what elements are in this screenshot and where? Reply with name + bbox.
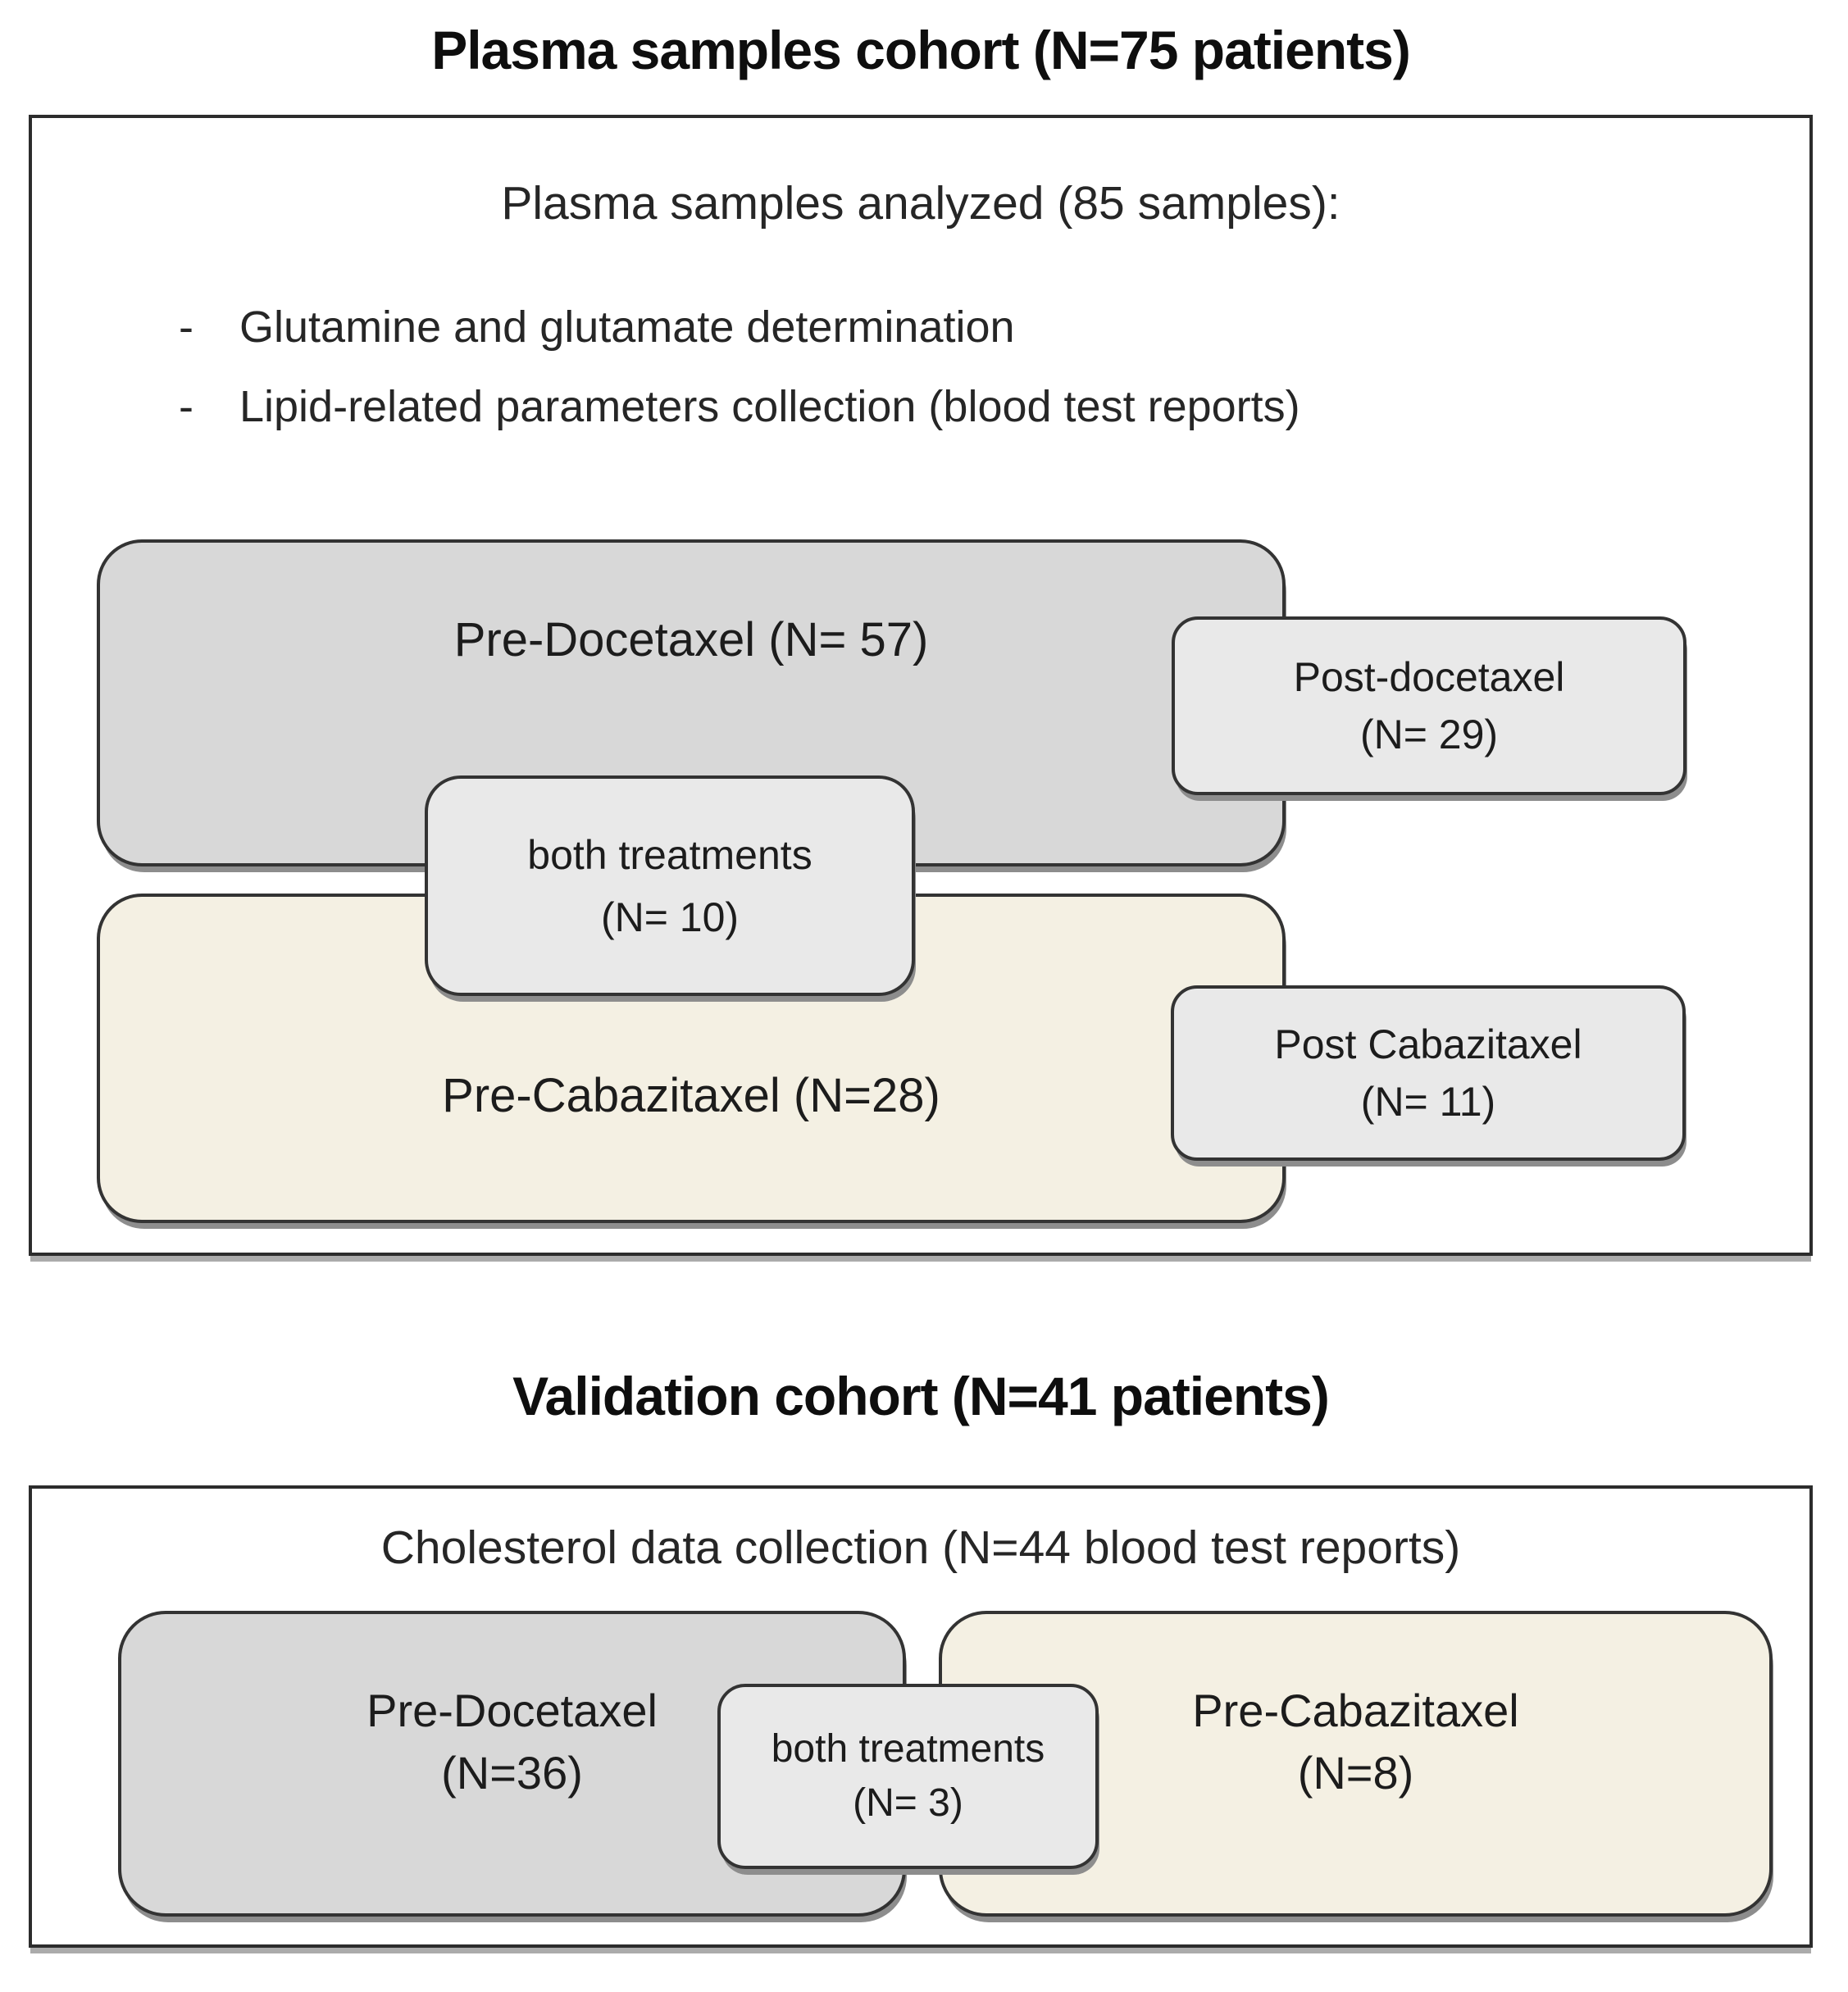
- cholesterol-heading: Cholesterol data collection (N=44 blood …: [380, 1521, 1461, 1574]
- bullet-item-glutamine: - Glutamine and glutamate determination: [179, 302, 1655, 352]
- plasma-cohort-title: Plasma samples cohort (N=75 patients): [431, 20, 1411, 80]
- post-docetaxel-label-line2: (N= 29): [1359, 712, 1499, 757]
- post-cabazitaxel-label-line2: (N= 11): [1360, 1079, 1496, 1125]
- bullet-item-lipid: - Lipid-related parameters collection (b…: [179, 381, 1655, 432]
- validation-both-treatments-line1: both treatments: [771, 1727, 1045, 1771]
- plasma-panel-heading: Plasma samples analyzed (85 samples):: [501, 177, 1340, 230]
- validation-both-treatments-box: both treatments (N= 3): [717, 1684, 1099, 1869]
- both-treatments-label-line2: (N= 10): [600, 894, 740, 940]
- pre-docetaxel-label: Pre-Docetaxel (N= 57): [453, 613, 929, 666]
- bullet-text: Lipid-related parameters collection (blo…: [239, 382, 1300, 431]
- both-treatments-box: both treatments (N= 10): [425, 775, 915, 996]
- bullet-text: Glutamine and glutamate determination: [239, 302, 1015, 352]
- post-cabazitaxel-label-line1: Post Cabazitaxel: [1274, 1021, 1582, 1067]
- post-docetaxel-label-line1: Post-docetaxel: [1293, 654, 1565, 700]
- bullet-dash: -: [179, 382, 193, 431]
- analysis-bullet-list: - Glutamine and glutamate determination …: [179, 302, 1655, 461]
- bullet-dash: -: [179, 302, 193, 352]
- validation-pre-cabazitaxel-line1: Pre-Cabazitaxel: [1192, 1685, 1519, 1736]
- post-docetaxel-box: Post-docetaxel (N= 29): [1172, 616, 1686, 795]
- validation-pre-docetaxel-label: Pre-Docetaxel (N=36): [121, 1680, 903, 1804]
- pre-cabazitaxel-label: Pre-Cabazitaxel (N=28): [442, 1069, 940, 1122]
- validation-pre-cabazitaxel-label: Pre-Cabazitaxel (N=8): [942, 1680, 1769, 1804]
- validation-cohort-title: Validation cohort (N=41 patients): [512, 1366, 1330, 1426]
- validation-pre-cabazitaxel-line2: (N=8): [1297, 1747, 1414, 1799]
- validation-pre-docetaxel-line1: Pre-Docetaxel: [366, 1685, 658, 1736]
- validation-both-treatments-line2: (N= 3): [853, 1781, 963, 1825]
- both-treatments-label-line1: both treatments: [527, 831, 812, 878]
- post-cabazitaxel-box: Post Cabazitaxel (N= 11): [1171, 985, 1686, 1161]
- validation-pre-docetaxel-line2: (N=36): [441, 1747, 583, 1799]
